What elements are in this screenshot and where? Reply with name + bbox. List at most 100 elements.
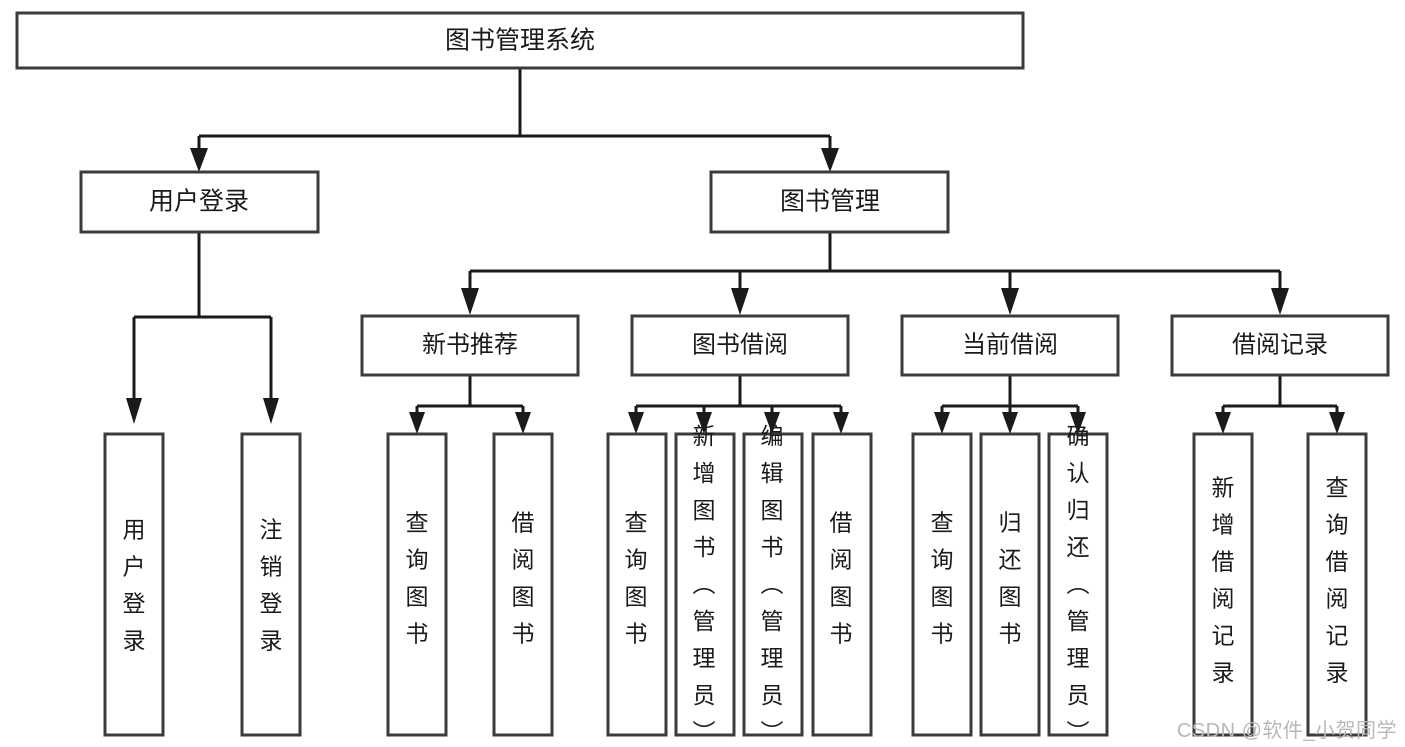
svg-text:询: 询 (931, 547, 954, 573)
svg-text:注: 注 (260, 517, 283, 543)
svg-text:记: 记 (1212, 623, 1235, 649)
svg-text:录: 录 (260, 628, 283, 654)
svg-text:︵: ︵ (1067, 571, 1090, 597)
leaf-book-borrow-1-box[interactable] (606, 432, 668, 737)
svg-text:登: 登 (260, 591, 283, 617)
svg-text:记: 记 (1326, 623, 1349, 649)
node-book-borrow[interactable]: 图书借阅 (630, 314, 850, 377)
svg-text:员: 员 (693, 682, 716, 708)
leaf-new-book-2-box[interactable] (492, 432, 554, 737)
leaf-user-login-1[interactable]: 用户登录 (103, 432, 165, 737)
arrow-head-newbook-leaf-1 (409, 412, 425, 434)
leaf-user-login-2-box[interactable] (240, 432, 302, 737)
arrow-head-level2-4 (1271, 288, 1289, 315)
svg-text:借: 借 (1326, 549, 1349, 575)
node-new-book-recommend[interactable]: 新书推荐 (360, 314, 580, 377)
arrow-head-borrow-leaf-1 (628, 412, 644, 434)
node-current-borrow-box[interactable] (900, 314, 1120, 377)
leaf-current-borrow-3-box[interactable] (1047, 432, 1109, 737)
leaf-current-borrow-1-box[interactable] (911, 432, 973, 737)
node-borrow-record[interactable]: 借阅记录 (1170, 314, 1390, 377)
leaf-user-login-1-box[interactable] (103, 432, 165, 737)
node-new-book-recommend-box[interactable] (360, 314, 580, 377)
svg-text:新: 新 (693, 423, 716, 449)
arrow-head-current-leaf-1 (934, 412, 950, 434)
arrow-head-borrow-leaf-2 (696, 412, 712, 434)
node-book-management[interactable]: 图书管理 (709, 170, 950, 234)
node-book-borrow-label: 图书借阅 (692, 331, 788, 358)
node-user-login-box[interactable] (79, 170, 320, 234)
svg-text:书: 书 (761, 534, 784, 560)
node-book-borrow-box[interactable] (630, 314, 850, 377)
svg-text:书: 书 (693, 534, 716, 560)
arrow-head-current-leaf-3 (1070, 412, 1086, 434)
leaf-current-borrow-2-box[interactable] (979, 432, 1041, 737)
node-root[interactable]: 图书管理系统 (15, 11, 1025, 70)
svg-text:增: 增 (693, 460, 716, 486)
node-book-management-label: 图书管理 (780, 188, 880, 216)
svg-text:阅: 阅 (512, 547, 535, 573)
leaf-borrow-record-2-box[interactable] (1306, 432, 1368, 737)
leaf-book-borrow-2-box[interactable] (674, 432, 736, 737)
arrow-head-record-leaf-2 (1329, 412, 1345, 434)
svg-text:录: 录 (1212, 660, 1235, 686)
svg-text:辑: 辑 (761, 460, 784, 486)
node-user-login-label: 用户登录 (149, 188, 249, 216)
arrow-head-borrow-leaf-4 (833, 412, 849, 434)
svg-text:图: 图 (406, 584, 429, 610)
svg-text:图: 图 (931, 584, 954, 610)
svg-text:员: 员 (1067, 682, 1090, 708)
node-user-login[interactable]: 用户登录 (79, 170, 320, 234)
svg-text:查: 查 (1326, 475, 1349, 501)
svg-text:︶: ︶ (761, 719, 784, 745)
node-root-label: 图书管理系统 (445, 27, 595, 55)
leaf-borrow-record-1-box[interactable] (1192, 432, 1254, 737)
arrow-head-userlogin-leaf-2 (263, 398, 279, 424)
svg-text:借: 借 (512, 510, 535, 536)
node-root-box[interactable] (15, 11, 1025, 70)
svg-text:阅: 阅 (830, 547, 853, 573)
node-borrow-record-box[interactable] (1170, 314, 1390, 377)
arrow-head-level2-1 (461, 288, 479, 315)
leaf-book-borrow-3-box[interactable] (742, 432, 804, 737)
svg-text:管: 管 (761, 608, 784, 634)
svg-text:归: 归 (1067, 497, 1090, 523)
svg-text:图: 图 (761, 497, 784, 523)
leaf-new-book-1-box[interactable] (386, 432, 448, 737)
svg-text:图: 图 (512, 584, 535, 610)
svg-text:书: 书 (512, 621, 535, 647)
svg-text:︵: ︵ (693, 571, 716, 597)
leaf-book-borrow-4-box[interactable] (811, 432, 873, 737)
arrow-head-user-login (190, 148, 208, 172)
svg-text:还: 还 (999, 547, 1022, 573)
node-current-borrow-label: 当前借阅 (962, 331, 1058, 358)
svg-text:增: 增 (1212, 512, 1235, 538)
svg-text:书: 书 (625, 621, 648, 647)
node-borrow-record-label: 借阅记录 (1232, 331, 1328, 358)
svg-text:书: 书 (931, 621, 954, 647)
svg-text:借: 借 (1212, 549, 1235, 575)
node-book-management-box[interactable] (709, 170, 950, 234)
svg-text:图: 图 (625, 584, 648, 610)
node-current-borrow[interactable]: 当前借阅 (900, 314, 1120, 377)
edge-layer (126, 68, 1345, 434)
svg-text:理: 理 (1067, 645, 1090, 671)
svg-text:查: 查 (625, 510, 648, 536)
